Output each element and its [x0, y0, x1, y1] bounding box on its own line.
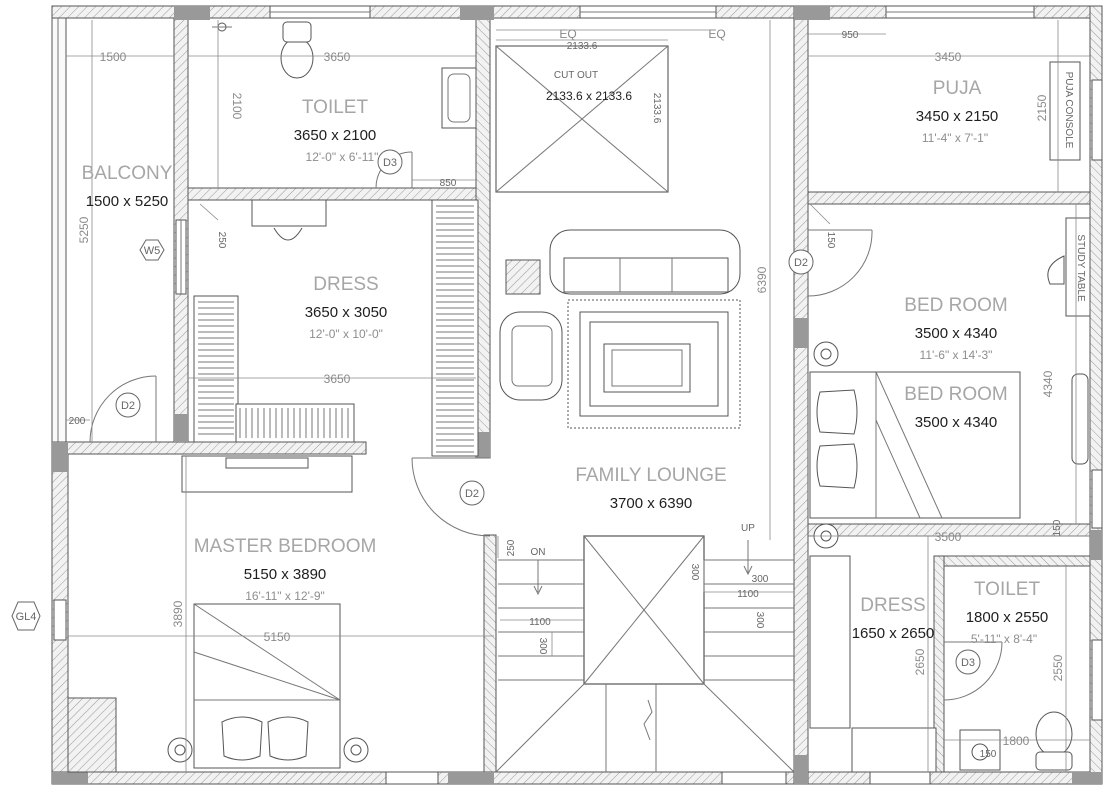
dim-2550: 2550: [1051, 654, 1065, 681]
room-labels: TOILET 3650 x 2100 12'-0" x 6'-11" CUT O…: [82, 70, 1049, 646]
dim-1100b: 1100: [737, 589, 759, 600]
furniture: [67, 21, 1091, 773]
dim-6390: 6390: [755, 266, 769, 293]
dimension-lines: [66, 20, 1090, 772]
dim-2133-h: 2133.6: [567, 41, 598, 52]
puja-size: 3450 x 2150: [916, 108, 999, 125]
dress-bottom-name: DRESS: [860, 595, 925, 616]
dim-3450: 3450: [935, 50, 962, 64]
cutout-size: 2133.6 x 2133.6: [546, 89, 632, 103]
master-bedroom-name: MASTER BEDROOM: [194, 536, 377, 557]
study-table-label: STUDY TABLE: [1075, 234, 1086, 302]
tag-w5: W5: [144, 245, 161, 257]
dim-300b: 300: [754, 612, 765, 629]
puja-console-label: PUJA CONSOLE: [1063, 72, 1074, 149]
dress-top-imperial: 12'-0" x 10'-0": [309, 327, 383, 341]
tag-gl4: GL4: [16, 611, 37, 623]
dimension-labels: 1500 3650 2100 EQ EQ 2133.6 2133.6 950 3…: [69, 27, 1065, 760]
toilet-bottom-imperial: 5'-11" x 8'-4": [971, 632, 1037, 646]
tag-d2-left: D2: [121, 400, 135, 412]
toilet-bottom-name: TOILET: [974, 579, 1041, 600]
master-bedroom-size: 5150 x 3890: [244, 566, 327, 583]
tag-d3-top: D3: [383, 157, 397, 169]
dim-1800: 1800: [1003, 734, 1030, 748]
dim-eq-2: EQ: [708, 27, 725, 41]
dim-250: 250: [216, 232, 227, 249]
windows: [53, 5, 1103, 785]
bedroom-dup-name: BED ROOM: [904, 384, 1007, 405]
dim-2650: 2650: [913, 648, 927, 675]
dim-150: 150: [825, 232, 836, 249]
toilet-bottom-size: 1800 x 2550: [966, 609, 1049, 626]
dim-250b: 250: [506, 539, 517, 556]
tag-d2-right: D2: [794, 257, 808, 269]
toilet-top-name: TOILET: [302, 97, 369, 118]
dim-950: 950: [842, 30, 859, 41]
puja-imperial: 11'-4" x 7'-1": [922, 131, 988, 145]
door-window-tags: D3 W5 D2 D2 D2 D3 GL4: [11, 149, 981, 675]
bedroom-size: 3500 x 4340: [915, 325, 998, 342]
bedroom-dup-size: 3500 x 4340: [915, 414, 998, 431]
dim-2133-v: 2133.6: [651, 93, 662, 124]
balcony-size: 1500 x 5250: [86, 193, 169, 210]
dim-3500: 3500: [935, 530, 962, 544]
balcony-name: BALCONY: [82, 163, 173, 184]
dim-3650-mid: 3650: [324, 372, 351, 386]
dim-200: 200: [69, 416, 86, 427]
bedroom-imperial: 11'-6" x 14'-3": [920, 348, 993, 362]
cutout-name: CUT OUT: [554, 70, 598, 81]
puja-name: PUJA: [933, 78, 982, 99]
annotations: PUJA CONSOLE STUDY TABLE ON UP: [531, 72, 1087, 558]
dim-850: 850: [440, 178, 457, 189]
dim-150c: 150: [980, 749, 997, 760]
dim-2100: 2100: [230, 93, 244, 120]
dim-2150: 2150: [1035, 94, 1049, 121]
doors: [89, 151, 1003, 701]
dim-300a: 300: [689, 564, 700, 581]
tag-d2-lounge: D2: [465, 488, 479, 500]
toilet-top-imperial: 12'-0" x 6'-11": [306, 150, 379, 164]
dim-3650-top: 3650: [324, 50, 351, 64]
master-bedroom-imperial: 16'-11" x 12'-9": [245, 589, 325, 603]
staircase: [495, 20, 795, 773]
cutout-void: [495, 29, 716, 193]
family-lounge-size: 3700 x 6390: [610, 495, 693, 512]
dress-bottom-size: 1650 x 2650: [852, 625, 935, 642]
dim-1100a: 1100: [529, 617, 551, 628]
dim-150b: 150: [1052, 519, 1063, 536]
stair-up-label: UP: [741, 523, 755, 534]
walls: [51, 5, 1103, 785]
dim-4340: 4340: [1041, 370, 1055, 397]
dim-5150: 5150: [264, 630, 291, 644]
bedroom-name: BED ROOM: [904, 295, 1007, 316]
tag-d3-bottom: D3: [961, 657, 975, 669]
dress-top-size: 3650 x 3050: [305, 304, 388, 321]
dim-5250: 5250: [77, 216, 91, 243]
dim-eq-1: EQ: [559, 27, 576, 41]
dress-top-name: DRESS: [313, 274, 378, 295]
dim-300c: 300: [537, 638, 548, 655]
family-lounge-name: FAMILY LOUNGE: [575, 465, 726, 486]
dim-1500: 1500: [100, 50, 127, 64]
dim-300d: 300: [752, 574, 769, 585]
stair-on-label: ON: [531, 547, 546, 558]
dim-3890: 3890: [171, 600, 185, 627]
toilet-top-size: 3650 x 2100: [294, 127, 377, 144]
